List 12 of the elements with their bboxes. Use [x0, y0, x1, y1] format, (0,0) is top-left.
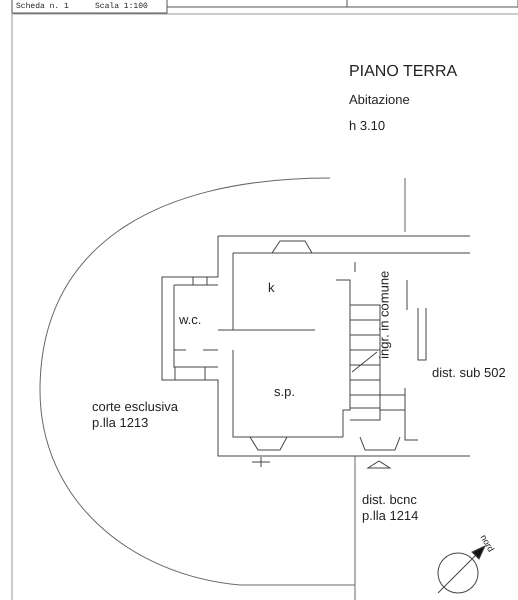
- ceiling-height: h 3.10: [349, 118, 386, 134]
- sheet-number: Scheda n. 1: [16, 2, 69, 12]
- room-label: k: [268, 280, 274, 296]
- plan-title: PIANO TERRA: [349, 62, 458, 82]
- room-label: w.c.: [179, 312, 202, 328]
- room-label: ingr. in comune: [376, 270, 392, 359]
- plan-subtitle: Abitazione: [349, 92, 410, 108]
- room-label: s.p.: [274, 384, 295, 400]
- area-label: dist. sub 502: [432, 365, 506, 381]
- area-label: corte esclusiva p.lla 1213: [92, 399, 179, 430]
- area-label: dist. bcnc p.lla 1214: [362, 492, 420, 524]
- scale-note: Scala 1:100: [95, 2, 148, 12]
